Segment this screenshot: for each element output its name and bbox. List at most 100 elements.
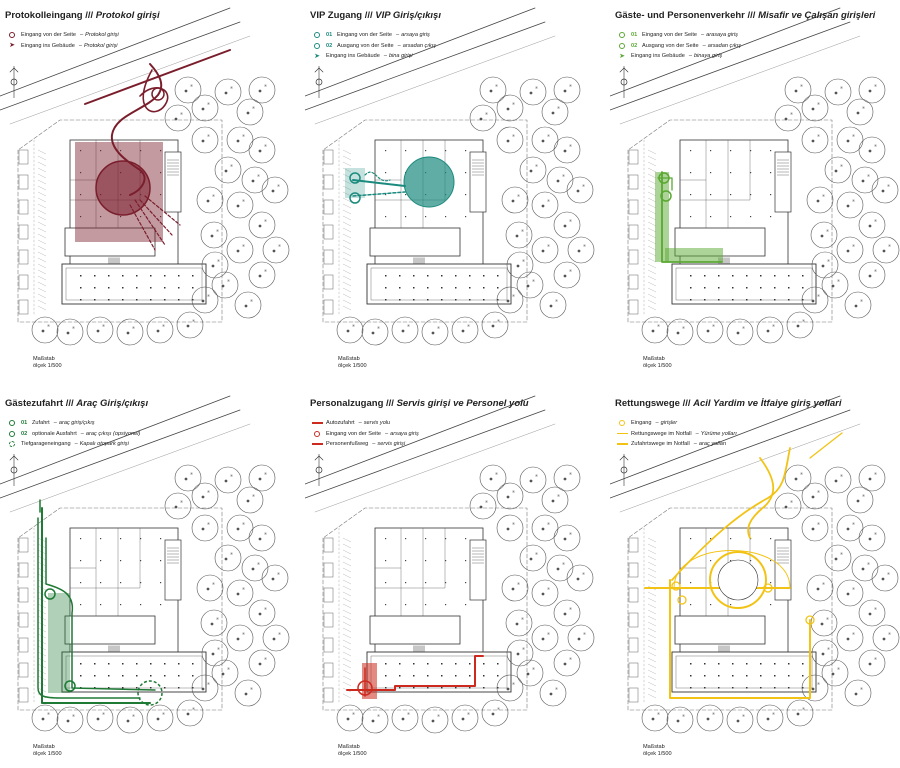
protocol-path (110, 63, 163, 196)
column (760, 663, 762, 665)
tree-trunk (258, 274, 262, 278)
tree-hatch: ⁎ (227, 665, 230, 672)
hatch (37, 185, 47, 191)
hatch (342, 633, 352, 639)
tree-hatch: ⁎ (517, 192, 520, 199)
column (730, 172, 732, 174)
tree-trunk (834, 557, 838, 561)
column (718, 299, 720, 301)
entrance-ring-icon (310, 429, 324, 438)
tree-hatch: ⁎ (278, 630, 281, 637)
tree-canopy (261, 176, 289, 204)
tree-canopy (236, 486, 264, 514)
tree-canopy (214, 466, 242, 494)
column (469, 275, 471, 277)
tree-trunk (246, 499, 250, 503)
tree-trunk (236, 592, 240, 596)
column (445, 560, 447, 562)
hatch (37, 173, 47, 179)
column (164, 663, 166, 665)
tree-hatch: ⁎ (532, 665, 535, 672)
hatch (37, 209, 47, 215)
protocol-street-line (84, 49, 231, 105)
tree-canopy (553, 211, 581, 239)
column (80, 604, 82, 606)
tree-hatch: ⁎ (207, 488, 210, 495)
tree-hatch: ⁎ (874, 605, 877, 612)
column (455, 663, 457, 665)
tree-hatch: ⁎ (497, 705, 500, 712)
rescue-entrance (671, 581, 681, 591)
tree-canopy (519, 466, 547, 494)
street-line (610, 21, 851, 111)
hatch (37, 245, 47, 251)
column (690, 216, 692, 218)
property-boundary (17, 507, 223, 711)
tree-hatch: ⁎ (657, 322, 660, 329)
scale-label-tr: ölçek 1/500 (338, 363, 367, 369)
building-footprint (366, 527, 512, 693)
legend-label-de: Eingang ins Gebäude (21, 42, 75, 49)
tree-hatch: ⁎ (230, 162, 233, 169)
tree-trunk (882, 249, 886, 253)
tree-trunk (461, 717, 465, 721)
column (704, 675, 706, 677)
column (122, 687, 124, 689)
panel-title-tr: Servis girişi ve Personel yolu (396, 398, 529, 409)
legend-label-de: Eingang von der Seite (21, 32, 77, 39)
column (788, 675, 790, 677)
protocol-entry-arrow (144, 195, 181, 226)
tree-trunk (206, 199, 210, 203)
tree-hatch: ⁎ (852, 132, 855, 139)
column (164, 275, 166, 277)
tree-canopy (531, 624, 559, 652)
tree-hatch: ⁎ (407, 710, 410, 717)
tree-hatch: ⁎ (512, 132, 515, 139)
tree-canopy (531, 126, 559, 154)
hatch (647, 191, 657, 197)
column (94, 275, 96, 277)
tree-canopy (248, 136, 276, 164)
tree-hatch: ⁎ (242, 132, 245, 139)
column (465, 194, 467, 196)
column (710, 172, 712, 174)
tree-canopy (86, 704, 114, 732)
hatch (37, 269, 47, 275)
column (750, 560, 752, 562)
tree-canopy (824, 466, 852, 494)
tree-hatch: ⁎ (512, 100, 515, 107)
parking-stall (628, 199, 639, 215)
tree-trunk (706, 717, 710, 721)
tree-hatch: ⁎ (712, 710, 715, 717)
parking-stall (18, 224, 29, 240)
column (441, 687, 443, 689)
hatch (37, 263, 47, 269)
hatch (647, 609, 657, 615)
protocol-ring (95, 160, 151, 216)
column (164, 287, 166, 289)
tree-trunk (563, 662, 567, 666)
hatch (342, 567, 352, 573)
column (425, 560, 427, 562)
tree-canopy (824, 544, 852, 572)
legend-dash: – (701, 32, 705, 39)
tree-canopy (191, 514, 219, 542)
column (445, 150, 447, 152)
tree-canopy (871, 176, 899, 204)
hatch (342, 543, 352, 549)
tree-canopy (234, 679, 262, 707)
tree-trunk (563, 537, 567, 541)
tree-trunk (529, 479, 533, 483)
column (710, 560, 712, 562)
column (427, 663, 429, 665)
scale-label-tr: ölçek 1/500 (33, 363, 62, 369)
column (704, 299, 706, 301)
tree-canopy (200, 609, 228, 637)
vip-path (352, 191, 406, 197)
column (469, 663, 471, 665)
street-line (9, 35, 251, 125)
entrance-ring-icon (5, 419, 19, 428)
tree-canopy (553, 261, 581, 289)
street-line (305, 7, 536, 97)
